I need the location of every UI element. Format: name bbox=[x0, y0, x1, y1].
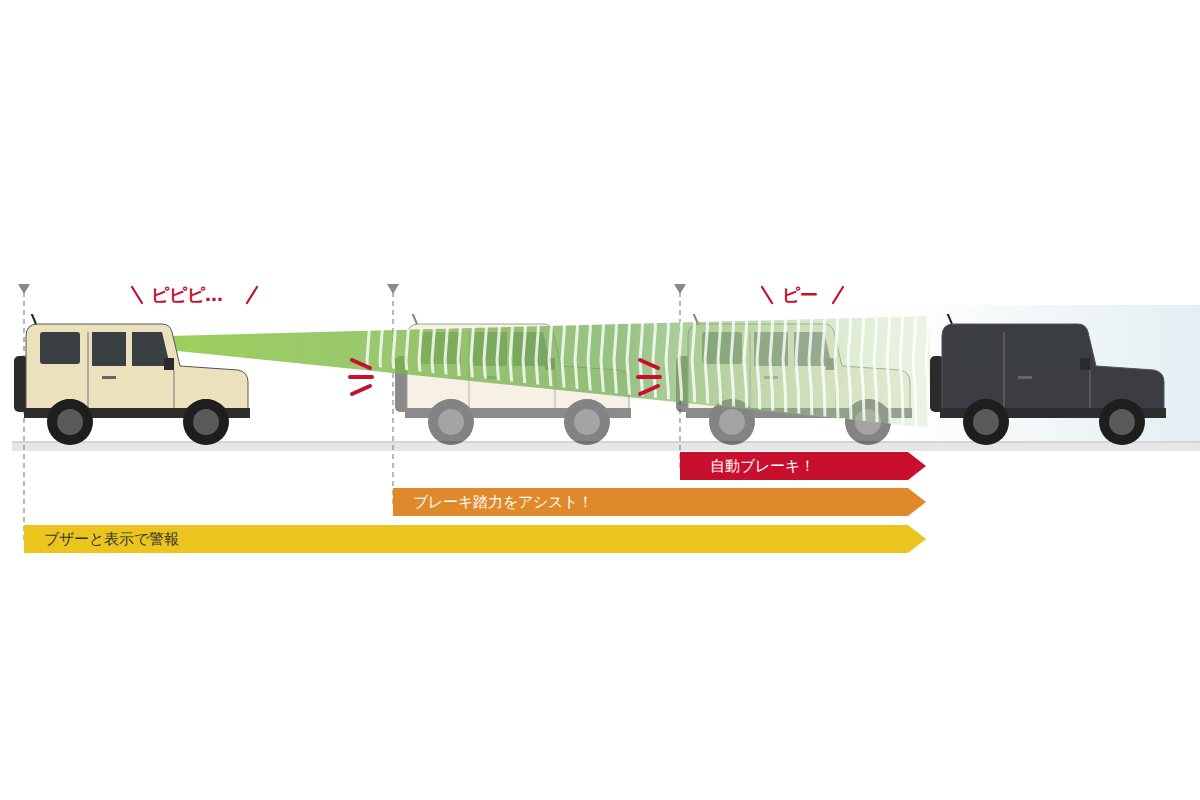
yellow-band: ブザーと表示で警報 bbox=[24, 525, 926, 553]
band-label: 自動ブレーキ！ bbox=[710, 452, 815, 480]
buzzer-sound: ピー bbox=[782, 284, 818, 306]
band-label: ブレーキ踏力をアシスト！ bbox=[413, 488, 593, 516]
band-label: ブザーと表示で警報 bbox=[44, 525, 179, 553]
red-band: 自動ブレーキ！ bbox=[680, 452, 926, 480]
orange-band: ブレーキ踏力をアシスト！ bbox=[393, 488, 926, 516]
buzzer-sound: ピピピ… bbox=[151, 284, 223, 306]
